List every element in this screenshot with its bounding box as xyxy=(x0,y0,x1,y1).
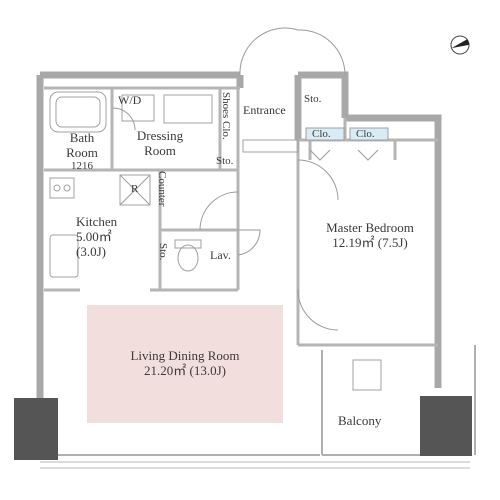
shaft-left xyxy=(14,398,58,460)
lav-label: Lav. xyxy=(210,248,231,262)
sto-entrance-label: Sto. xyxy=(304,93,322,105)
living-dining-label: Living Dining Room 21.20㎡ (13.0J) xyxy=(100,348,270,378)
kitchen-label: Kitchen 5.00㎡ (3.0J) xyxy=(76,214,132,259)
kitchen-name: Kitchen xyxy=(76,214,118,229)
ldk-highlight xyxy=(87,305,283,423)
sash-lines xyxy=(40,461,470,469)
kitchen-j: (3.0J) xyxy=(76,244,106,259)
fridge-label: R xyxy=(131,183,139,195)
door-arcs xyxy=(112,27,379,331)
living-dining-name: Living Dining Room xyxy=(130,348,240,363)
living-dining-area: 21.20㎡ (13.0J) xyxy=(144,363,226,378)
sto-lav-label: Sto. xyxy=(157,243,169,261)
fixtures xyxy=(49,91,389,391)
bath-room-label: Bath Room 1216 xyxy=(58,130,106,172)
outdoor-unit xyxy=(420,396,472,456)
master-bedroom-label: Master Bedroom 12.19㎡ (7.5J) xyxy=(310,220,430,250)
wd-label: W/D xyxy=(118,93,142,107)
kitchen-area: 5.00㎡ xyxy=(76,229,112,244)
inner-walls xyxy=(44,86,438,347)
clo-left-label: Clo. xyxy=(312,128,331,140)
balcony-label: Balcony xyxy=(338,413,382,428)
clo-right-label: Clo. xyxy=(356,128,375,140)
walls xyxy=(36,71,442,455)
bath-code: 1216 xyxy=(71,160,93,172)
dressing-room-label: Dressing Room xyxy=(136,128,184,158)
north-arrow-icon xyxy=(450,35,470,55)
entrance-label: Entrance xyxy=(243,103,286,117)
master-bedroom-area: 12.19㎡ (7.5J) xyxy=(332,235,408,250)
sto-dressing-label: Sto. xyxy=(216,155,234,167)
shoes-clo-label: Shoes Clo. xyxy=(220,92,232,140)
counter-label: Counter xyxy=(156,171,168,207)
master-bedroom-name: Master Bedroom xyxy=(326,220,414,235)
